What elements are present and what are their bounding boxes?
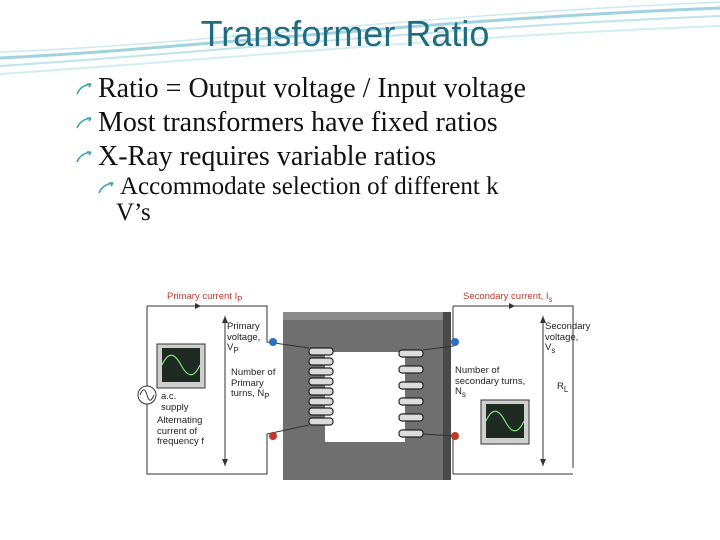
bullet-text: Most transformers have fixed ratios (98, 107, 498, 138)
bullet-list: Ratio = Output voltage / Input voltage M… (76, 72, 696, 226)
header-swoosh-decoration (0, 1, 720, 75)
load-resistor-label: RL (557, 381, 569, 394)
bullet-text: Ratio = Output voltage / Input voltage (98, 73, 526, 104)
bullet-item: Ratio = Output voltage / Input voltage (76, 72, 696, 106)
secondary-current-label: Secondary current, Is (463, 291, 553, 304)
ac-supply-label: a.c. supply (161, 391, 189, 413)
bullet-arrow-icon (76, 83, 92, 95)
primary-voltage-label: Primary voltage, VP (227, 321, 261, 355)
bullet-arrow-icon (98, 182, 114, 194)
secondary-voltage-label: Secondary voltage, Vs (545, 321, 591, 355)
sub-bullet-continuation: V’s (116, 200, 696, 226)
bullet-arrow-icon (76, 117, 92, 129)
slide-title: Transformer Ratio (200, 13, 490, 54)
bullet-item: X-Ray requires variable ratios (76, 140, 696, 174)
primary-turns-label: Number of Primary turns, NP (231, 367, 276, 401)
sub-bullet-text-line1: Accommodate selection of different k (120, 173, 499, 200)
secondary-turns-label: Number of secondary turns, Ns (455, 365, 526, 399)
transformer-drawing (137, 303, 574, 480)
alternating-current-label: Alternating current of frequency f (157, 415, 204, 447)
bullet-item: Most transformers have fixed ratios (76, 106, 696, 140)
bullet-arrow-icon (76, 151, 92, 163)
sub-bullet-item: Accommodate selection of different k (98, 174, 696, 200)
sub-bullet-text-line2: V’s (116, 199, 151, 226)
bullet-text: X-Ray requires variable ratios (98, 141, 437, 172)
primary-current-label: Primary current IP (167, 291, 243, 304)
transformer-diagram: Primary current IP Secondary current, Is… (137, 286, 601, 494)
